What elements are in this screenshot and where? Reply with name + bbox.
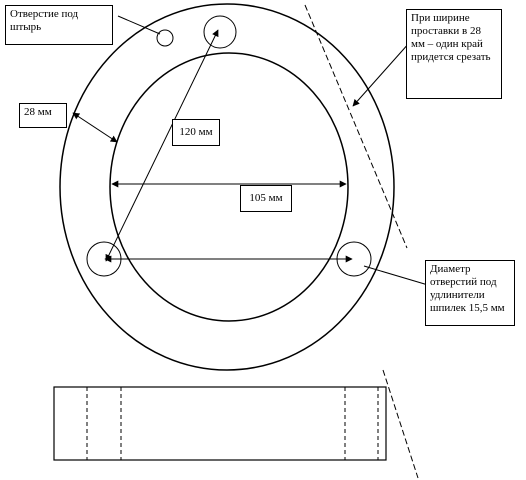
pin-hole-label: Отверстие под штырь xyxy=(5,5,113,45)
dim-105-label: 105 мм xyxy=(240,185,292,212)
dim-28-arrow xyxy=(72,112,118,143)
width-note-leader xyxy=(352,41,411,107)
cut-line-bottom xyxy=(382,369,419,479)
diameter-note-leader xyxy=(363,265,429,286)
dim-120-arrow xyxy=(105,29,219,262)
cut-line-top xyxy=(304,4,408,249)
outer-ring xyxy=(59,3,395,371)
pin-hole xyxy=(156,29,174,47)
width-note-label: При ширине проставки в 28 мм – один край… xyxy=(406,9,502,99)
dim-120-label: 120 мм xyxy=(172,119,220,146)
side-view-body xyxy=(53,386,387,461)
inner-ring xyxy=(109,52,349,322)
diameter-note-label: Диаметр отверстий под удлинители шпилек … xyxy=(425,260,515,326)
dim-28-label: 28 мм xyxy=(19,103,67,128)
stud-hole-top xyxy=(203,15,237,49)
